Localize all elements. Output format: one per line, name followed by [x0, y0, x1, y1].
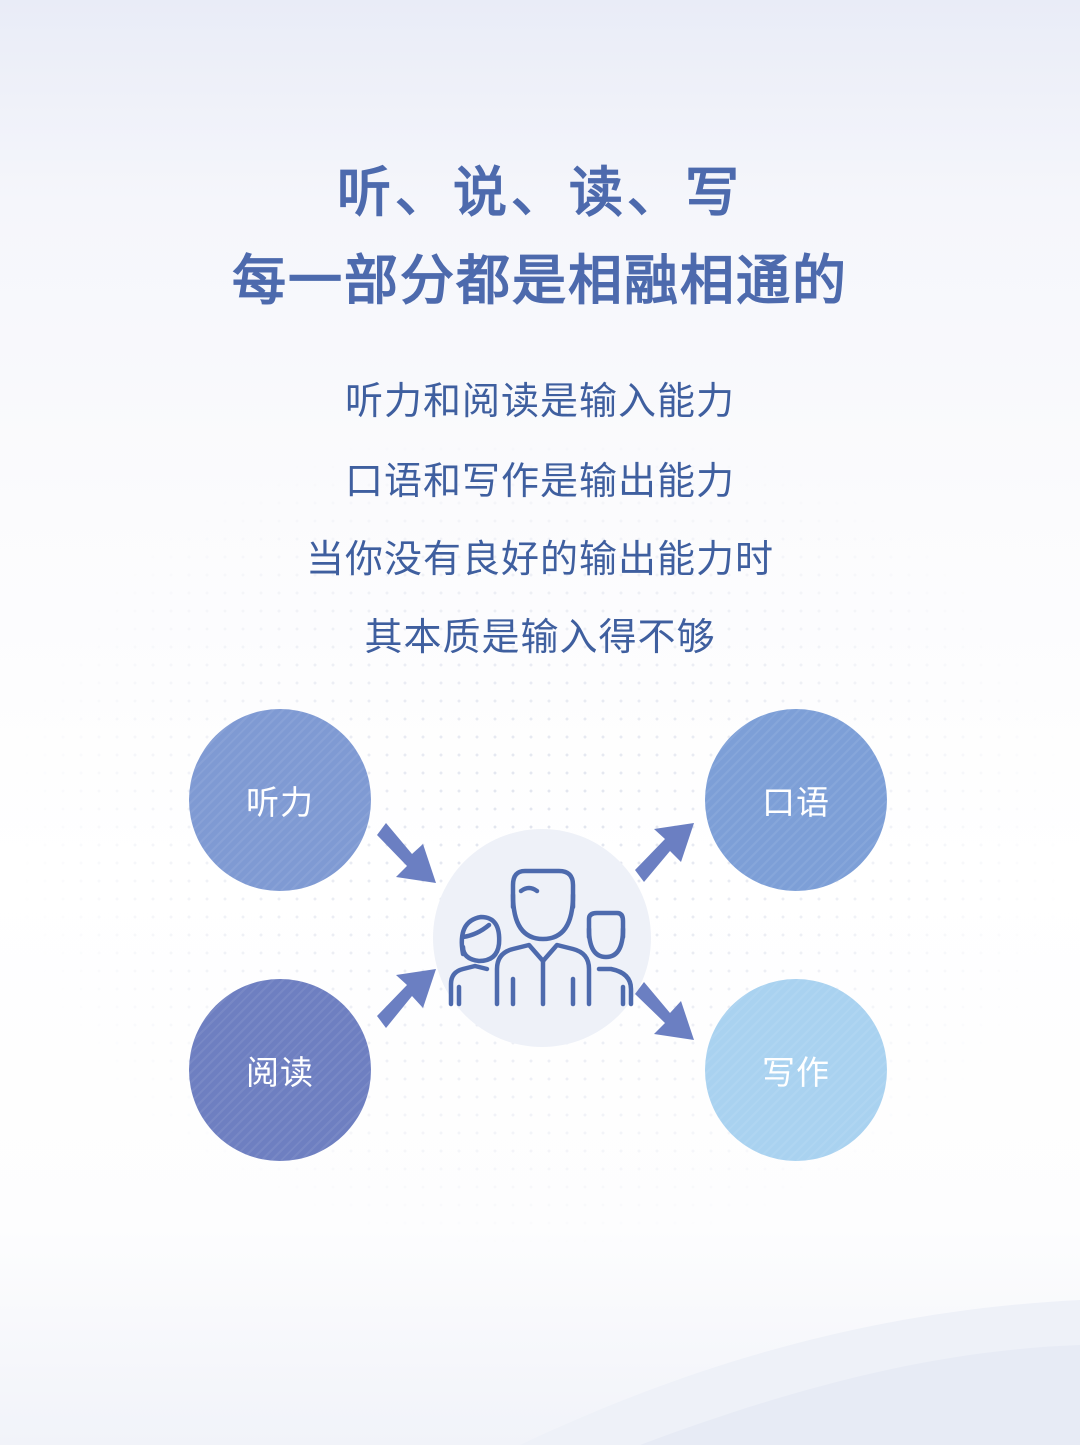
speaking-label: 口语 — [762, 783, 830, 822]
text-line-4: 其本质是输入得不够 — [364, 615, 716, 659]
people-group-icon — [448, 868, 634, 1007]
arrow-reading-to-center — [377, 969, 436, 1028]
writing-node: 写作 — [705, 979, 887, 1161]
text-line-1: 听力和阅读是输入能力 — [344, 379, 735, 423]
arrow-center-to-speaking — [635, 823, 694, 882]
arrow-center-to-writing — [635, 982, 694, 1040]
reading-node: 阅读 — [189, 979, 371, 1161]
listening-node: 听力 — [189, 709, 371, 891]
writing-label: 写作 — [762, 1053, 830, 1092]
title-line-2: 每一部分都是相融相通的 — [232, 249, 848, 312]
listening-label: 听力 — [246, 783, 314, 822]
arrow-listening-to-center — [377, 823, 436, 883]
text-line-3: 当你没有良好的输出能力时 — [305, 537, 774, 581]
reading-label: 阅读 — [246, 1053, 314, 1092]
text-line-2: 口语和写作是输出能力 — [344, 459, 735, 503]
speaking-node: 口语 — [705, 709, 887, 891]
title-line-1: 听、说、读、写 — [337, 161, 743, 224]
